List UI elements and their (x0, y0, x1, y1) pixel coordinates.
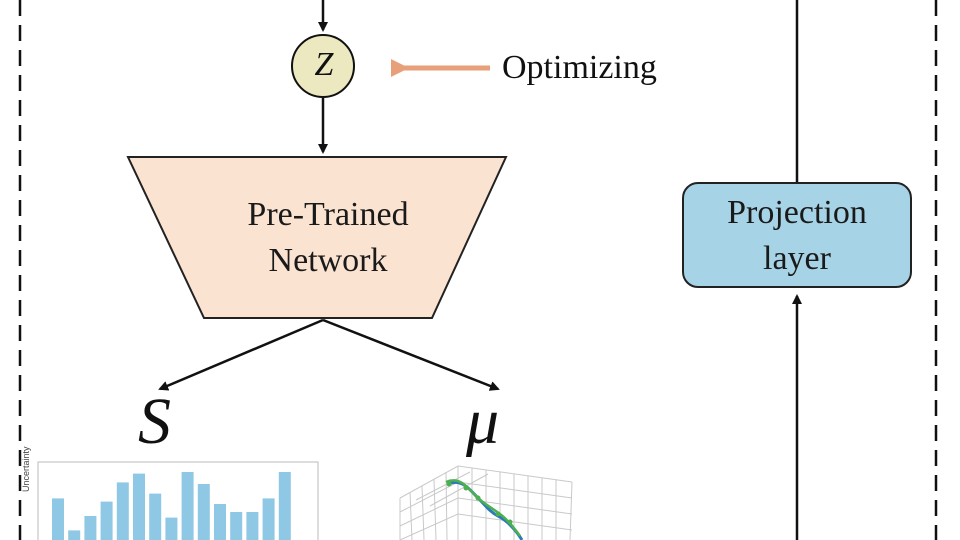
uncertainty-axis-label: Uncertainty (21, 446, 31, 492)
latent-z-node (291, 34, 355, 98)
uncertainty-bar (181, 472, 194, 540)
network-label-line2: Network (268, 242, 388, 279)
uncertainty-bar (262, 498, 275, 540)
uncertainty-bar (278, 472, 291, 540)
uncertainty-bar (68, 530, 81, 540)
optimizing-label: Optimizing (502, 49, 657, 86)
projection-layer-label: Projection layer (682, 190, 912, 282)
uncertainty-plot (37, 461, 319, 540)
uncertainty-bar (116, 482, 129, 540)
latent-z-label: Z (314, 46, 334, 83)
projection-label-line1: Projection (727, 194, 867, 231)
uncertainty-symbol: S (138, 385, 171, 458)
uncertainty-bar (230, 512, 243, 540)
mean-symbol: μ (466, 385, 500, 458)
network-to-s-arrow (158, 318, 324, 391)
network-label-line1: Pre-Trained (247, 196, 409, 233)
uncertainty-bar (52, 498, 64, 540)
uncertainty-bar (133, 473, 145, 540)
uncertainty-bar (84, 516, 97, 540)
trajectory-plot (399, 465, 573, 540)
uncertainty-bar (246, 512, 259, 540)
uncertainty-bar (197, 484, 210, 540)
uncertainty-bar (149, 493, 162, 540)
uncertainty-bar (165, 517, 178, 540)
pretrained-network-label: Pre-Trained Network (180, 192, 476, 284)
uncertainty-bar (214, 504, 226, 540)
init-label: init (346, 0, 386, 6)
projection-label-line2: layer (763, 240, 831, 277)
projection-layer-block (682, 182, 912, 288)
uncertainty-bar (100, 501, 113, 540)
pretrained-network-block (126, 156, 508, 319)
network-to-mu-arrow (322, 318, 500, 391)
